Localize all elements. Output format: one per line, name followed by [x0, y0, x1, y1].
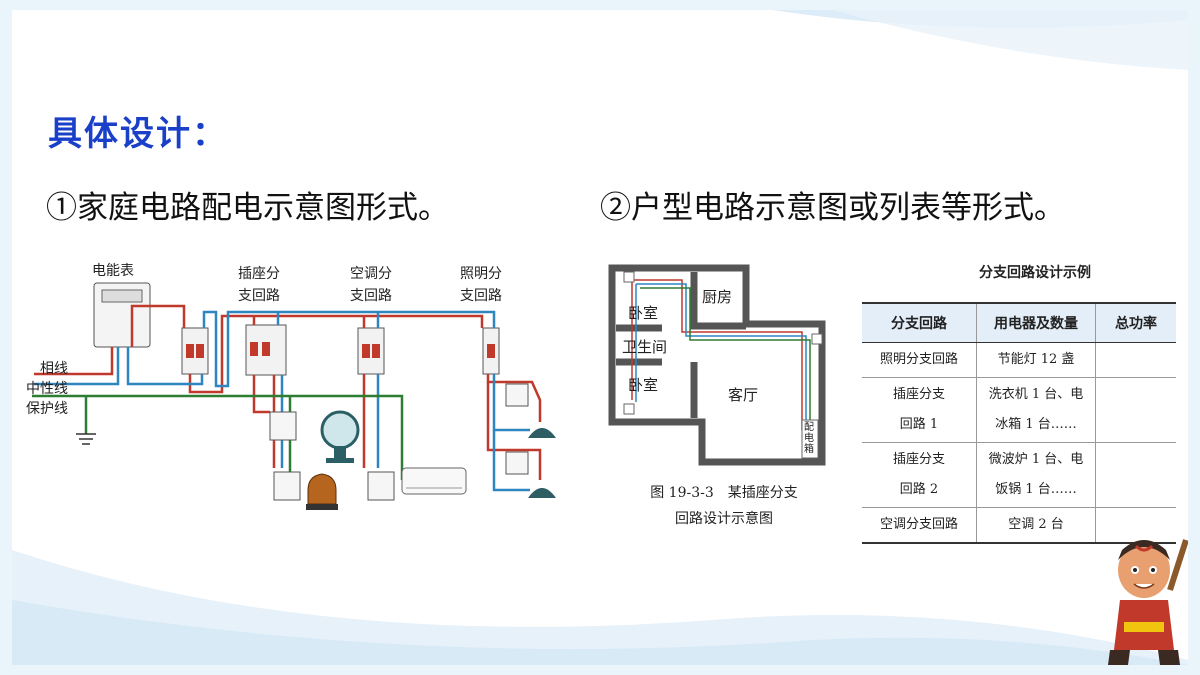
room-bathroom: 卫生间 [622, 338, 668, 356]
main-breaker-icon [181, 327, 209, 375]
room-bedroom-2: 卧室 [628, 376, 659, 394]
ground-wire-label: 保护线 [26, 401, 68, 417]
table-cell-devices: 微波炉 1 台、电饭锅 1 台…… [976, 442, 1096, 508]
kettle-icon [306, 473, 338, 510]
table-row: 插座分支回路 1 洗衣机 1 台、电冰箱 1 台…… [862, 377, 1176, 443]
table-row: 照明分支回路 节能灯 12 盏 [862, 342, 1176, 378]
room-bedroom-1: 卧室 [628, 304, 659, 322]
subtitle-right: ②户型电路示意图或列表等形式。 [600, 190, 1065, 226]
meter-label: 电能表 [92, 263, 134, 279]
figure-caption: 图 19-3-3 某插座分支 回路设计示意图 [650, 485, 798, 527]
table-cell-devices: 空调 2 台 [976, 507, 1096, 544]
light-branch-label: 照明分支回路 [460, 266, 502, 304]
table-header-power: 总功率 [1095, 302, 1176, 343]
lamp-icon [528, 428, 556, 498]
background-decoration [12, 10, 1188, 665]
table-cell-power [1095, 442, 1176, 508]
light-breaker-icon [482, 327, 500, 375]
slide: 具体设计： ①家庭电路配电示意图形式。 ②户型电路示意图或列表等形式。 [12, 10, 1188, 665]
live-wires [34, 304, 542, 480]
air-conditioner-icon [401, 467, 467, 495]
circuit-diagram [32, 282, 556, 510]
ac-breaker-icon [357, 327, 385, 375]
ac-branch-label: 空调分支回路 [350, 266, 392, 304]
table-cell-devices: 节能灯 12 盏 [976, 342, 1096, 378]
neutral-wire-label: 中性线 [26, 381, 68, 397]
live-wire-label: 相线 [40, 361, 68, 377]
panel-label: 配电箱 [804, 422, 814, 455]
socket-icon [269, 383, 529, 501]
subtitle-left: ①家庭电路配电示意图形式。 [46, 190, 449, 226]
mascot-icon [1108, 539, 1188, 665]
table-row: 空调分支回路 空调 2 台 [862, 507, 1176, 544]
fan-icon [320, 410, 360, 463]
table-row: 插座分支回路 2 微波炉 1 台、电饭锅 1 台…… [862, 442, 1176, 508]
table-header-devices: 用电器及数量 [976, 302, 1096, 343]
room-living: 客厅 [728, 386, 759, 404]
table-cell-power [1095, 377, 1176, 443]
page-title: 具体设计： [48, 114, 228, 154]
table-title: 分支回路设计示例 [979, 265, 1091, 281]
table-cell-devices: 洗衣机 1 台、电冰箱 1 台…… [976, 377, 1096, 443]
floor-plan-diagram [608, 264, 826, 466]
neutral-wires [34, 310, 530, 492]
table-cell-branch: 空调分支回路 [862, 507, 977, 544]
socket-breaker-icon [245, 324, 287, 376]
room-kitchen: 厨房 [702, 288, 733, 306]
table-cell-branch: 照明分支回路 [862, 342, 977, 378]
electric-meter-icon [93, 282, 151, 348]
branch-table: 分支回路 用电器及数量 总功率 照明分支回路 节能灯 12 盏 插座分支回路 1… [862, 302, 1176, 544]
table-cell-branch: 插座分支回路 2 [862, 442, 977, 508]
table-header-branch: 分支回路 [862, 302, 977, 343]
table-cell-power [1095, 342, 1176, 378]
socket-branch-label: 插座分支回路 [238, 266, 280, 304]
table-cell-power [1095, 507, 1176, 544]
table-cell-branch: 插座分支回路 1 [862, 377, 977, 443]
ground-symbol-icon [76, 433, 96, 445]
